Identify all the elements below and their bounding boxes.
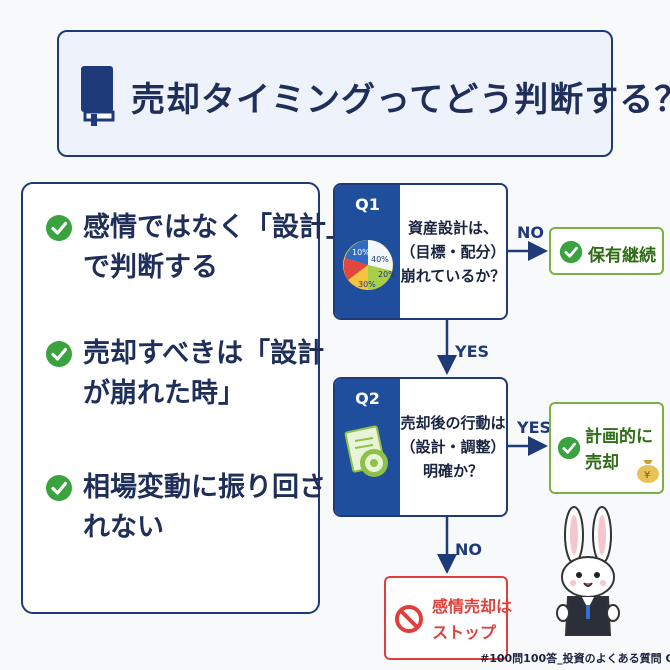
prohibited-icon: [395, 605, 423, 633]
result-line: 売却: [585, 453, 619, 473]
result-planned-sell: 計画的に 売却 ¥: [549, 402, 664, 494]
question-text: 売却後の行動は （設計・調整） 明確か？: [400, 379, 506, 515]
key-point-text: 相場変動に振り回さ: [83, 472, 326, 503]
question-label: Q1: [355, 195, 380, 214]
page-title: 売却タイミングってどう判断する？: [131, 80, 670, 120]
pie-label: 30%: [358, 280, 376, 289]
question-line: （目標・配分）: [400, 242, 506, 261]
question-line: 崩れているか？: [400, 266, 506, 285]
result-stop-emotional-selling: 感情売却は ストップ: [384, 576, 512, 660]
pie-chart-icon: 10% 40% 20% 30%: [343, 240, 395, 290]
flow-label-yes: YES: [517, 418, 552, 437]
key-points-panel: 感情ではなく「設計」 で判断する 売却すべきは「設計 が崩れた時」 相場変動に振…: [21, 182, 353, 614]
question-card-q2: Q2 売却後の行動は （設計・調整） 明確か？: [333, 377, 508, 517]
title-banner: 売却タイミングってどう判断する？: [57, 30, 670, 157]
key-point-text: で判断する: [83, 252, 218, 283]
check-circle-icon: [559, 240, 583, 264]
pie-label: 40%: [371, 255, 389, 264]
result-label: 保有継続: [588, 246, 656, 266]
rabbit-mascot-icon: [556, 506, 620, 636]
result-label: 感情売却は ストップ: [432, 594, 512, 646]
pie-label: 10%: [352, 248, 370, 257]
check-circle-icon: [46, 475, 72, 501]
result-line: 計画的に: [585, 427, 653, 447]
key-point-text: れない: [83, 512, 164, 543]
question-label: Q2: [355, 389, 380, 408]
question-line: 売却後の行動は: [400, 414, 506, 432]
book-icon: [81, 66, 115, 126]
check-circle-icon: [557, 436, 581, 460]
flow-label-yes: YES: [455, 342, 490, 361]
question-line: （設計・調整）: [400, 438, 506, 456]
result-keep-holding: 保有継続: [549, 227, 664, 275]
key-point-text: 感情ではなく「設計」: [83, 212, 353, 243]
document-target-icon: [344, 425, 388, 477]
question-line: 明確か？: [422, 462, 483, 480]
question-text: 資産設計は、 （目標・配分） 崩れているか？: [400, 185, 506, 318]
result-label: 計画的に 売却: [585, 424, 653, 476]
question-line: 資産設計は、: [407, 218, 498, 237]
svg-text:¥: ¥: [644, 470, 650, 481]
key-point-text: が崩れた時」: [83, 378, 245, 409]
pie-label: 20%: [378, 270, 395, 279]
flow-label-no: NO: [455, 540, 482, 559]
key-point-text: 売却すべきは「設計: [83, 338, 325, 369]
flow-label-no: NO: [517, 223, 544, 242]
result-line: ストップ: [432, 623, 497, 642]
result-line: 感情売却は: [432, 597, 513, 616]
money-bag-icon: ¥: [637, 460, 659, 483]
check-circle-icon: [46, 215, 72, 241]
check-circle-icon: [46, 341, 72, 367]
footer-caption: #100問100答_投資のよくある質問 Q7: [480, 652, 670, 665]
question-card-q1: Q1 10% 40% 20% 30% 資産設計は、 （目標・配分） 崩れているか…: [333, 183, 508, 320]
